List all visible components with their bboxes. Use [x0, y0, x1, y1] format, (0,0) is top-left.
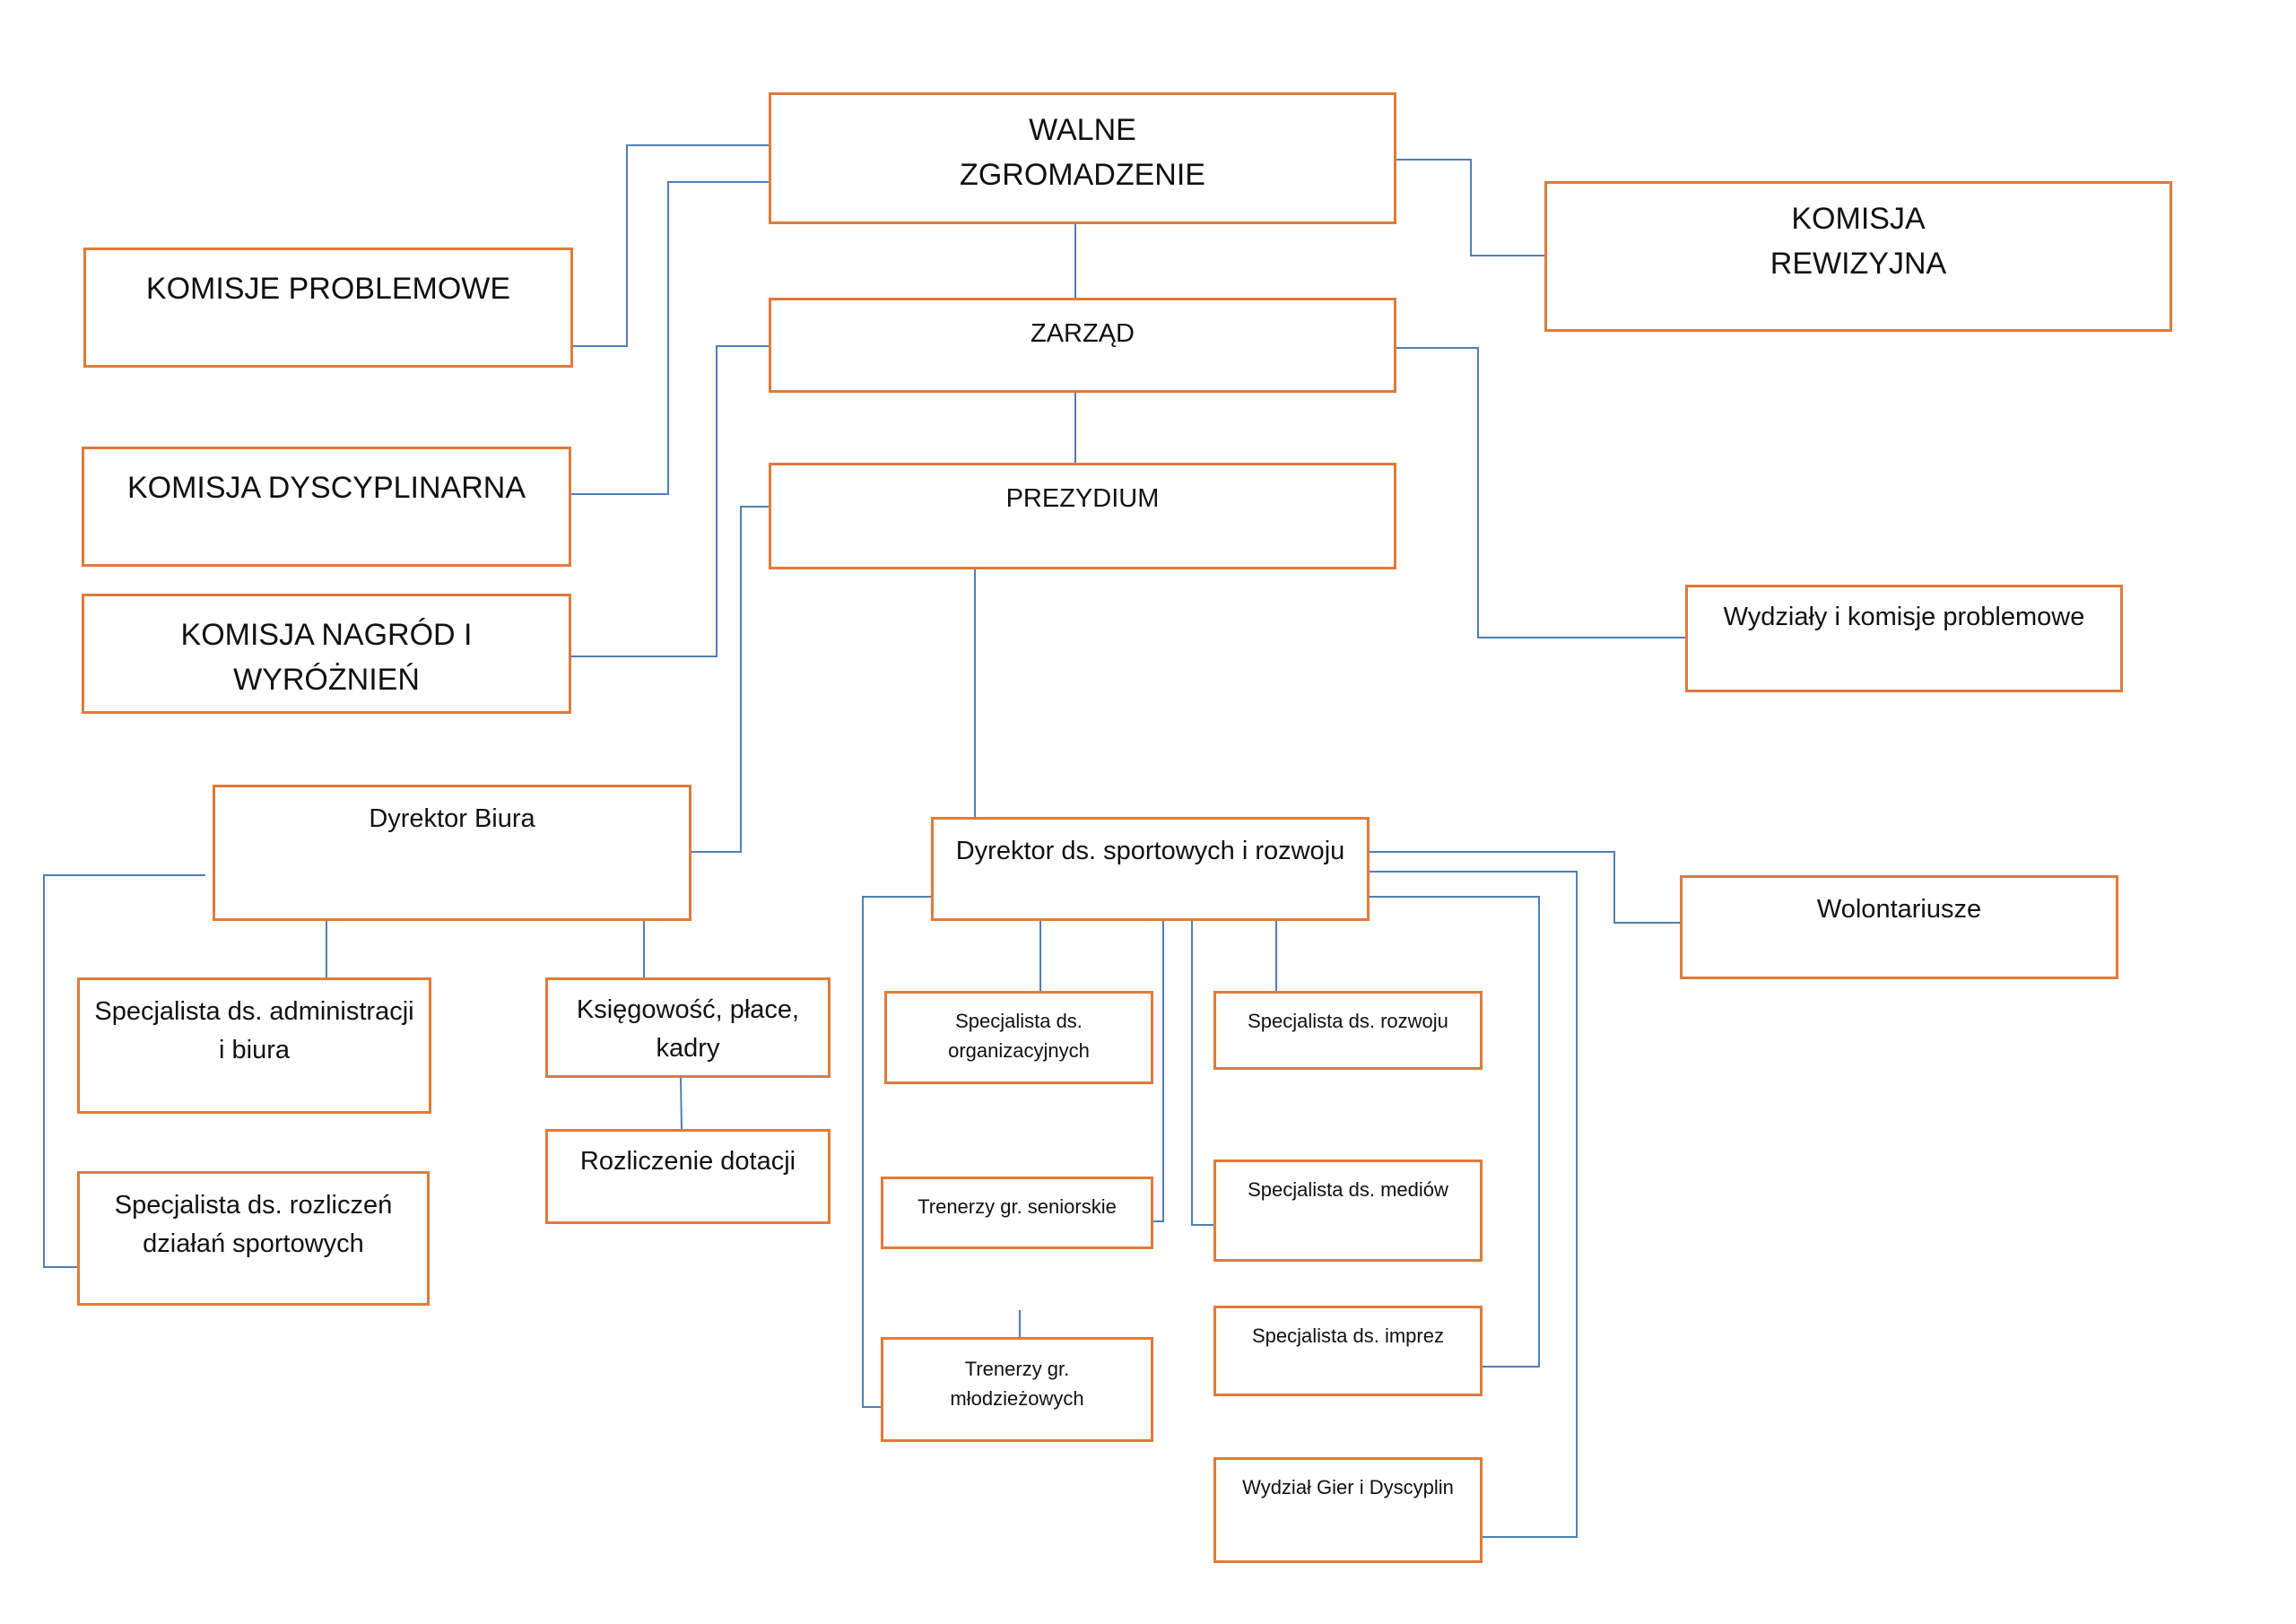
node-label: Wydział Gier i Dyscyplin: [1242, 1476, 1454, 1498]
node-spec-imprez: Specjalista ds. imprez: [1213, 1306, 1483, 1396]
node-label: Rozliczenie dotacji: [579, 1147, 796, 1176]
node-label: WALNE ZGROMADZENIE: [960, 113, 1205, 192]
node-label: Wydziały i komisje problemowe: [1723, 603, 2085, 631]
connector-line: [1370, 896, 1540, 1368]
connector-line: [1153, 916, 1164, 1222]
connector-line: [571, 181, 769, 495]
node-spec-rozliczen: Specjalista ds. rozliczeń działań sporto…: [77, 1171, 430, 1306]
connector-line: [862, 896, 931, 1408]
node-label: KOMISJA NAGRÓD I WYRÓŻNIEŃ: [180, 618, 473, 697]
node-wydzialy-komisje: Wydziały i komisje problemowe: [1685, 585, 2123, 692]
node-wolontariusze: Wolontariusze: [1680, 875, 2118, 979]
node-rozliczenie-dotacji: Rozliczenie dotacji: [545, 1129, 831, 1224]
connector-line: [691, 506, 769, 853]
node-walne-zgromadzenie: WALNE ZGROMADZENIE: [769, 92, 1396, 224]
node-label: Specjalista ds. rozliczeń działań sporto…: [114, 1191, 393, 1258]
connector-line: [1370, 871, 1578, 1538]
connector-line: [1396, 347, 1685, 638]
node-wydzial-gier: Wydział Gier i Dyscyplin: [1213, 1457, 1483, 1563]
node-dyrektor-biura: Dyrektor Biura: [213, 785, 691, 921]
node-label: PREZYDIUM: [1005, 484, 1160, 513]
node-label: Trenerzy gr. młodzieżowych: [950, 1358, 1084, 1410]
node-spec-organizacyjnych: Specjalista ds. organizacyjnych: [884, 991, 1153, 1084]
node-trenerzy-seniorskie: Trenerzy gr. seniorskie: [881, 1177, 1153, 1249]
node-dyrektor-sport: Dyrektor ds. sportowych i rozwoju: [931, 817, 1370, 921]
node-komisja-dyscyplinarna: KOMISJA DYSCYPLINARNA: [82, 447, 571, 567]
node-ksiegowosc: Księgowość, płace, kadry: [545, 977, 831, 1078]
node-label: ZARZĄD: [1031, 319, 1135, 348]
node-prezydium: PREZYDIUM: [769, 463, 1396, 569]
node-komisje-problemowe: KOMISJE PROBLEMOWE: [83, 248, 573, 368]
node-trenerzy-mlodziezowych: Trenerzy gr. młodzieżowych: [881, 1337, 1153, 1442]
connector-line: [43, 874, 205, 1268]
node-label: Dyrektor Biura: [369, 804, 535, 833]
node-spec-mediow: Specjalista ds. mediów: [1213, 1159, 1483, 1262]
connector-line: [1191, 916, 1213, 1226]
node-label: Księgowość, płace, kadry: [576, 995, 800, 1063]
node-label: Trenerzy gr. seniorskie: [918, 1195, 1117, 1218]
connector-line: [571, 345, 769, 657]
node-label: Wolontariusze: [1816, 895, 1982, 924]
connector-line: [680, 1077, 683, 1130]
node-label: Dyrektor ds. sportowych i rozwoju: [955, 837, 1345, 865]
node-komisja-rewizyjna: KOMISJA REWIZYJNA: [1544, 181, 2172, 332]
node-label: KOMISJA DYSCYPLINARNA: [126, 471, 526, 505]
connector-line: [1370, 851, 1680, 924]
node-komisja-nagrod: KOMISJA NAGRÓD I WYRÓŻNIEŃ: [82, 594, 571, 714]
node-spec-rozwoju: Specjalista ds. rozwoju: [1213, 991, 1483, 1070]
connector-line: [1396, 159, 1544, 256]
node-label: KOMISJA REWIZYJNA: [1770, 202, 1947, 281]
node-label: Specjalista ds. mediów: [1248, 1178, 1448, 1201]
node-label: KOMISJE PROBLEMOWE: [145, 272, 511, 306]
connector-line: [573, 144, 769, 347]
node-label: Specjalista ds. rozwoju: [1248, 1010, 1448, 1032]
node-spec-administracji: Specjalista ds. administracji i biura: [77, 977, 431, 1114]
node-label: Specjalista ds. administracji i biura: [94, 997, 414, 1064]
node-label: Specjalista ds. imprez: [1252, 1324, 1444, 1347]
node-zarzad: ZARZĄD: [769, 298, 1396, 393]
node-label: Specjalista ds. organizacyjnych: [948, 1010, 1090, 1062]
